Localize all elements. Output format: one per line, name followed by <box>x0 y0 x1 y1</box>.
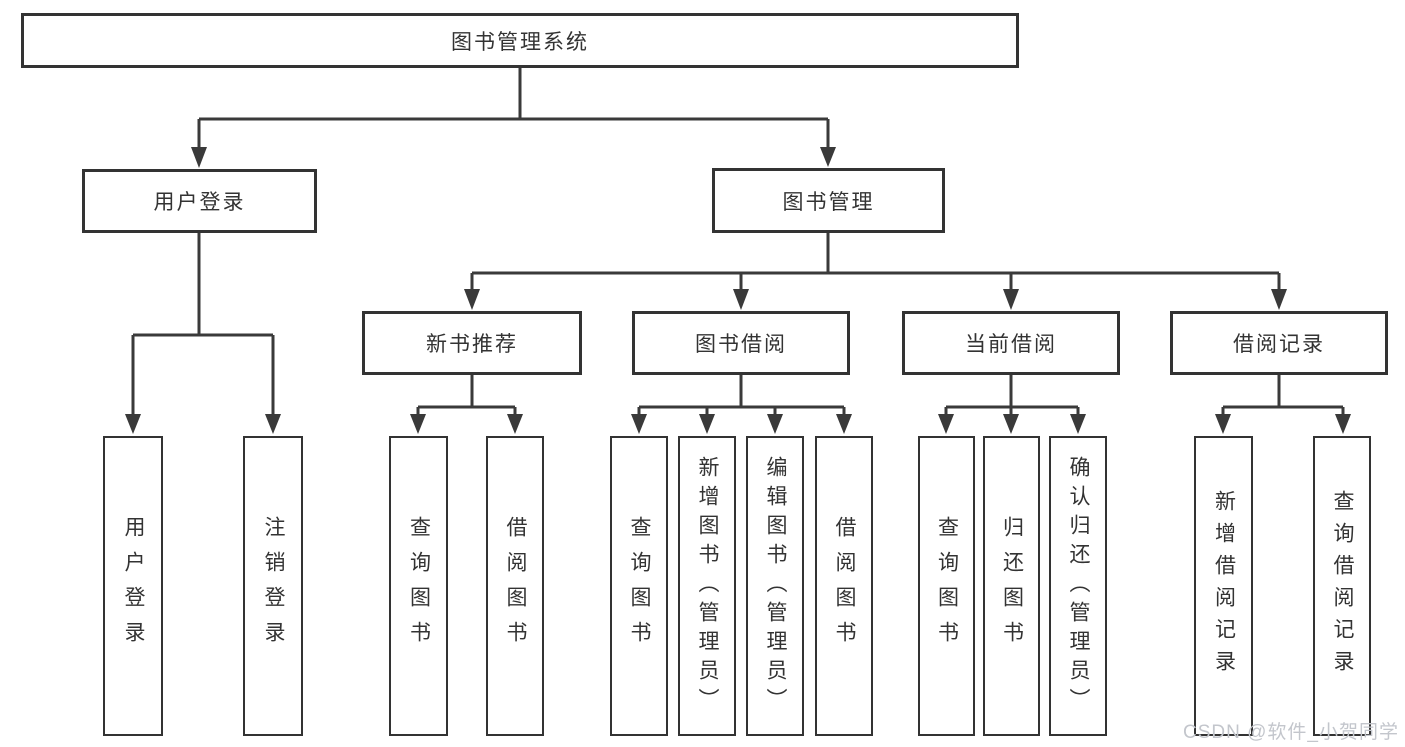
node-label: 用户登录 <box>153 191 246 214</box>
diagram-node-query-borrow-record: 查询借阅记录 <box>1313 436 1371 736</box>
node-label: 新书推荐 <box>426 333 518 356</box>
diagram-node-query-books-recommend: 查询图书 <box>389 436 448 736</box>
node-label: 归还图书 <box>1000 516 1024 656</box>
arrow-heads <box>125 147 1351 434</box>
diagram-node-add-borrow-record: 新增借阅记录 <box>1194 436 1253 736</box>
diagram-node-borrow-books-recommend: 借阅图书 <box>486 436 544 736</box>
diagram-node-library-management-system: 图书管理系统 <box>21 13 1019 68</box>
diagram-node-logout-leaf: 注销登录 <box>243 436 303 736</box>
node-label: 查询借阅记录 <box>1331 490 1354 682</box>
node-label: 借阅图书 <box>833 516 856 656</box>
diagram-node-borrow-books: 借阅图书 <box>815 436 873 736</box>
tree-edges <box>131 68 1345 417</box>
diagram-node-user-login-leaf: 用户登录 <box>103 436 163 736</box>
node-label: 查询图书 <box>628 516 651 656</box>
diagram-node-return-books: 归还图书 <box>983 436 1040 736</box>
node-label: 新增借阅记录 <box>1212 490 1236 682</box>
node-label: 确认归还（管理员） <box>1067 455 1090 717</box>
node-label: 当前借阅 <box>965 333 1057 356</box>
node-label: 用户登录 <box>122 516 145 656</box>
diagram-node-book-borrowing: 图书借阅 <box>632 311 850 375</box>
node-label: 借阅记录 <box>1233 333 1325 356</box>
node-label: 注销登录 <box>262 516 285 656</box>
node-label: 图书管理 <box>782 190 875 214</box>
diagram-node-add-books-admin: 新增图书（管理员） <box>678 436 736 736</box>
diagram-node-current-borrowing: 当前借阅 <box>902 311 1120 375</box>
diagram-node-user-login: 用户登录 <box>82 169 317 233</box>
node-label: 编辑图书（管理员） <box>764 455 787 717</box>
diagram-node-new-book-recommend: 新书推荐 <box>362 311 582 375</box>
diagram-node-borrowing-records: 借阅记录 <box>1170 311 1388 375</box>
csdn-watermark: CSDN @软件_小贺同学 <box>1183 722 1399 743</box>
diagram-node-query-books-current: 查询图书 <box>918 436 975 736</box>
diagram-node-confirm-return-admin: 确认归还（管理员） <box>1049 436 1107 736</box>
node-label: 图书管理系统 <box>451 30 589 54</box>
node-label: 图书借阅 <box>695 333 787 356</box>
node-label: 借阅图书 <box>504 516 527 656</box>
diagram-node-query-books-borrow: 查询图书 <box>610 436 668 736</box>
node-label: 查询图书 <box>935 516 959 656</box>
diagram-node-book-management: 图书管理 <box>712 168 945 233</box>
node-label: 查询图书 <box>407 516 431 656</box>
node-label: 新增图书（管理员） <box>696 455 719 717</box>
diagram-node-edit-books-admin: 编辑图书（管理员） <box>746 436 804 736</box>
